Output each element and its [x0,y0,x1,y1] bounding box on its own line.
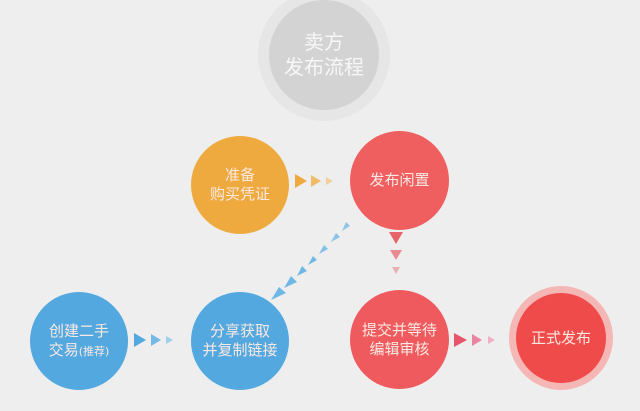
arrow-prepare-to-publish-icon [295,174,333,188]
node-submit-review-line-2: 编辑审核 [369,339,430,358]
node-publish-idle-line-1: 发布闲置 [369,171,430,190]
node-prepare-line-1: 准备 [224,166,255,185]
arrow-review-to-official-icon [454,333,495,347]
node-publish-idle: 发布闲置 [350,131,449,230]
node-submit-review: 提交并等待 编辑审核 [350,290,449,389]
node-official-publish: 正式发布 [516,293,606,383]
node-share-link: 分享获取 并复制链接 [191,292,289,390]
node-submit-review-line-1: 提交并等待 [361,320,437,339]
title-line-1: 卖方 [304,30,344,54]
arrow-publish-to-review-icon [389,232,403,274]
title-circle: 卖方 发布流程 [269,0,379,110]
node-share-link-line-1: 分享获取 [209,322,270,341]
arrow-create-to-share-icon [134,333,173,347]
title-line-2: 发布流程 [284,55,364,79]
node-create-trade-line-1: 创建二手 [48,322,109,341]
node-official-publish-line-1: 正式发布 [530,328,591,347]
node-prepare-voucher: 准备 购买凭证 [191,136,289,234]
node-create-trade-line-2: 交易(推荐) [49,341,110,360]
node-create-trade: 创建二手 交易(推荐) [30,292,128,390]
node-prepare-line-2: 购买凭证 [209,185,270,203]
arrow-share-to-publish-icon [271,222,350,300]
recommended-note: (推荐) [78,345,110,358]
node-share-link-line-2: 并复制链接 [202,341,278,359]
node-create-trade-line-2-text: 交易 [48,341,79,359]
